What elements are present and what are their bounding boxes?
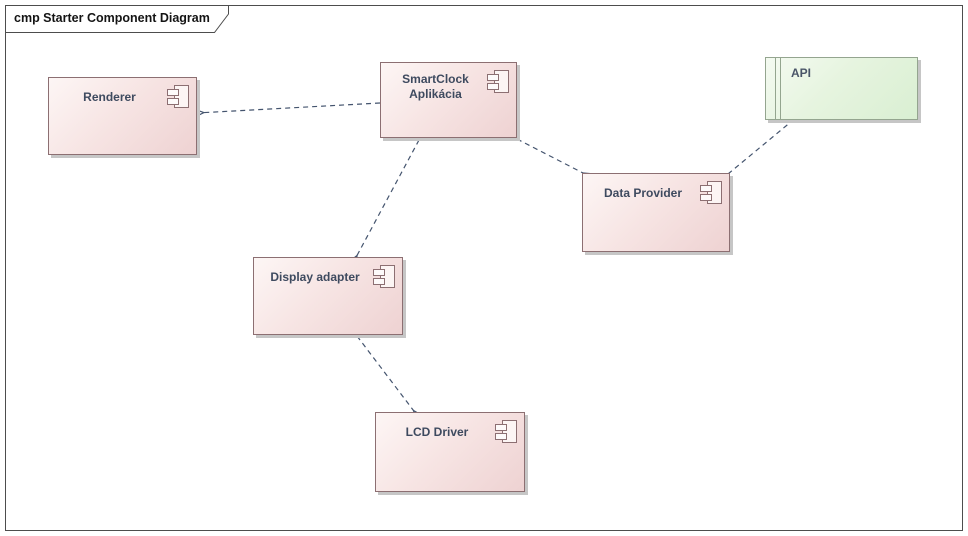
component-renderer[interactable]: Renderer xyxy=(48,77,197,155)
diagram-title: cmp Starter Component Diagram xyxy=(14,11,210,25)
component-display-adapter[interactable]: Display adapter xyxy=(253,257,403,335)
diagram-frame-border xyxy=(5,5,963,531)
uml-component-icon xyxy=(167,85,189,108)
component-display-adapter-label: Display adapter xyxy=(270,270,360,284)
component-data-provider-label: Data Provider xyxy=(603,186,683,200)
diagram-title-tab xyxy=(5,5,229,33)
connector-display-adapter-to-lcd-driver[interactable] xyxy=(356,335,414,411)
connector-data-provider-to-api[interactable] xyxy=(727,121,792,175)
component-renderer-label: Renderer xyxy=(83,90,136,104)
component-lcd-driver[interactable]: LCD Driver xyxy=(375,412,525,492)
uml-component-icon xyxy=(487,70,509,93)
uml-component-icon xyxy=(495,420,517,443)
connector-smartclock-to-data-provider[interactable] xyxy=(516,138,583,173)
uml-component-icon xyxy=(373,265,395,288)
component-smartclock-label: SmartClock Aplikácia xyxy=(402,72,469,101)
uml-component-icon xyxy=(700,181,722,204)
api-left-divider-line xyxy=(775,58,776,119)
connector-smartclock-to-renderer[interactable] xyxy=(204,102,381,113)
connector-smartclock-to-display-adapter[interactable] xyxy=(357,139,420,256)
component-data-provider[interactable]: Data Provider xyxy=(582,173,730,252)
component-lcd-driver-label: LCD Driver xyxy=(405,425,469,439)
component-api[interactable]: API xyxy=(765,57,918,120)
api-left-divider-line xyxy=(780,58,781,119)
component-smartclock-aplikacia[interactable]: SmartClock Aplikácia xyxy=(380,62,517,138)
component-api-label: API xyxy=(791,66,812,80)
